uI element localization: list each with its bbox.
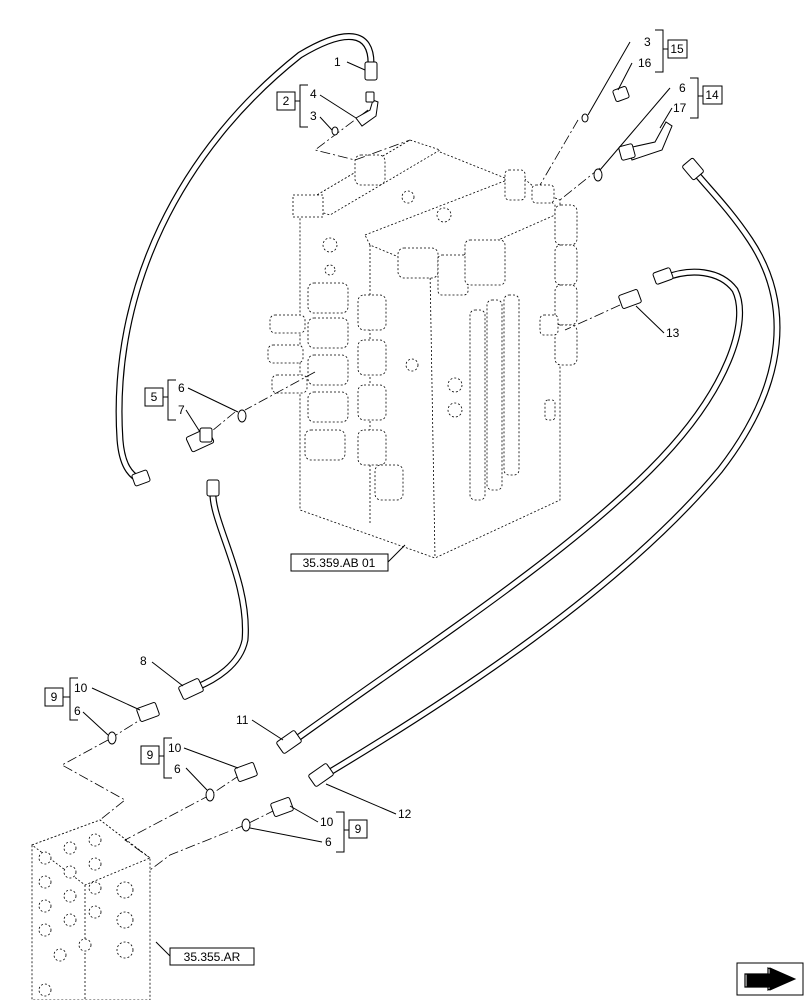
leader-lines xyxy=(82,41,673,843)
adapter-13 xyxy=(618,289,642,309)
group-9-c-label: 9 xyxy=(355,822,362,836)
group-15-label: 15 xyxy=(670,42,684,56)
callouts: 1 4 3 3 16 6 17 6 7 13 8 10 6 11 10 6 12… xyxy=(74,35,687,849)
distribution-block xyxy=(31,819,151,1000)
group-9-b-label: 9 xyxy=(147,748,154,762)
reference-valve-label: 35.359.AB 01 xyxy=(303,556,376,570)
reference-block: 35.355.AR xyxy=(155,941,255,966)
elbow-fitting-4 xyxy=(355,91,379,127)
o-ring-6-valve-left xyxy=(237,409,247,423)
o-ring-6-a xyxy=(107,731,117,745)
reference-block-label: 35.355.AR xyxy=(184,950,241,964)
callout-10-a: 10 xyxy=(74,681,88,695)
callout-10-b: 10 xyxy=(168,741,182,755)
callout-6-c: 6 xyxy=(325,835,332,849)
callout-1: 1 xyxy=(334,55,341,69)
tee-fitting-7 xyxy=(185,427,215,453)
callout-16: 16 xyxy=(638,56,652,70)
callout-6-b: 6 xyxy=(174,762,181,776)
bracket-group-5: 5 xyxy=(144,379,176,421)
elbow-fitting-17 xyxy=(618,121,673,161)
adapter-10-c xyxy=(270,797,294,817)
callout-6-valve: 6 xyxy=(178,381,185,395)
adapter-10-a xyxy=(136,702,160,722)
o-ring-6-b xyxy=(205,788,215,802)
center-lines xyxy=(61,109,621,871)
arrow-icon[interactable] xyxy=(736,962,804,996)
control-valve-block xyxy=(267,139,578,559)
o-ring-6-c xyxy=(241,818,251,832)
bracket-group-9-b: 9 xyxy=(140,737,172,779)
o-ring-3-top xyxy=(331,126,339,136)
callout-6-right: 6 xyxy=(679,81,686,95)
bracket-group-2: 2 xyxy=(276,84,308,128)
hose-1 xyxy=(115,33,378,487)
o-ring-3-right xyxy=(581,113,589,123)
callout-3-top: 3 xyxy=(310,109,317,123)
group-9-a-label: 9 xyxy=(51,690,58,704)
callout-4: 4 xyxy=(310,87,317,101)
callout-3-right: 3 xyxy=(644,35,651,49)
callout-17: 17 xyxy=(673,101,687,115)
callout-6-a: 6 xyxy=(74,704,81,718)
callout-8: 8 xyxy=(140,654,147,668)
bracket-group-9-a: 9 xyxy=(44,677,78,721)
reference-valve: 35.359.AB 01 xyxy=(290,544,406,572)
o-ring-6-right xyxy=(593,168,603,182)
callout-12: 12 xyxy=(398,807,412,821)
callout-11: 11 xyxy=(236,713,249,727)
plug-16 xyxy=(612,86,630,102)
group-2-label: 2 xyxy=(283,94,290,108)
hose-11 xyxy=(276,267,744,754)
hose-12 xyxy=(308,157,781,787)
bracket-group-15: 15 xyxy=(655,29,688,73)
callout-7: 7 xyxy=(178,403,185,417)
bracket-group-9-c: 9 xyxy=(336,811,368,853)
adapter-10-b xyxy=(234,762,258,782)
group-5-label: 5 xyxy=(151,390,158,404)
bracket-group-14: 14 xyxy=(690,77,723,119)
group-14-label: 14 xyxy=(705,88,719,102)
hose-8 xyxy=(178,479,249,700)
callout-10-c: 10 xyxy=(320,815,334,829)
callout-13: 13 xyxy=(666,326,680,340)
